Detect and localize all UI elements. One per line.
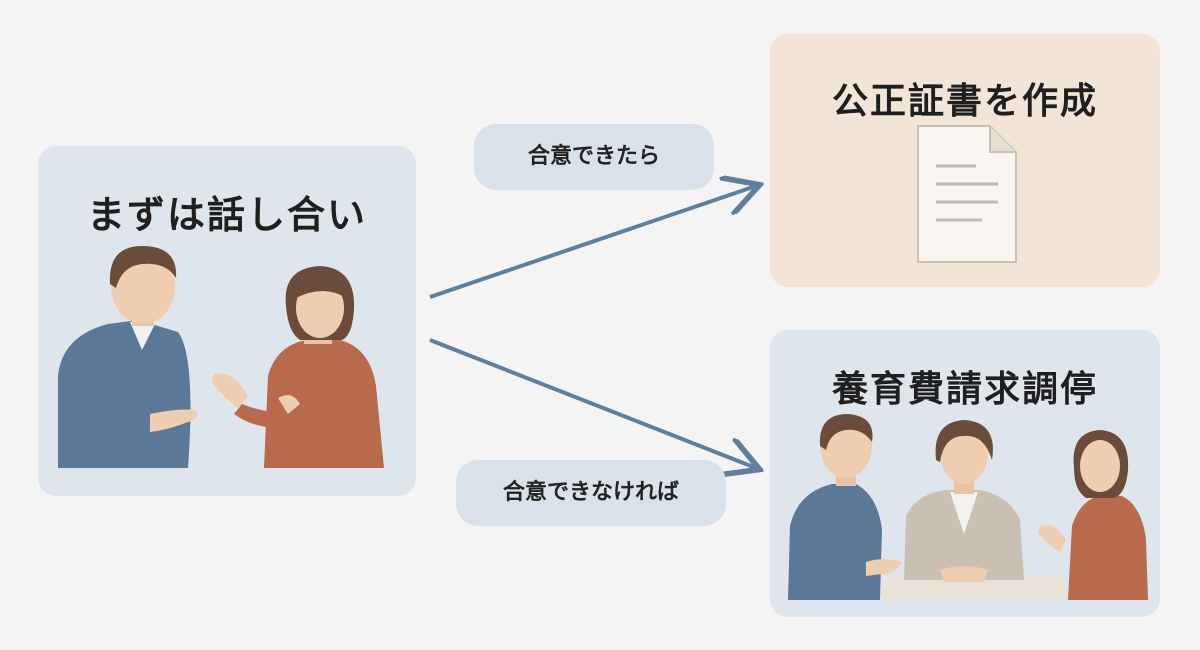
woman-figure [1038,430,1148,600]
notary-deed-title: 公正証書を作成 [831,81,1098,122]
disagree-branch-label: 合意できなければ [456,460,726,526]
notary-deed-panel: 公正証書を作成 [770,34,1160,287]
start-panel: まずは話し合い [38,146,416,496]
document-icon [917,125,1017,263]
mediation-title: 養育費請求調停 [831,369,1098,410]
man-figure [788,414,902,600]
man-figure [58,246,198,468]
agree-branch-label: 合意できたら [474,124,714,190]
arrow-to-mediation [429,338,756,468]
couple-talking-illustration [58,246,384,468]
start-title: まずは話し合い [86,193,367,237]
arrow-to-notary [429,186,756,299]
mediation-panel: 養育費請求調停 [770,330,1160,617]
woman-figure [212,266,384,468]
mediation-illustration [788,414,1148,600]
mediator-figure [904,420,1024,582]
table-shape [876,576,1070,598]
